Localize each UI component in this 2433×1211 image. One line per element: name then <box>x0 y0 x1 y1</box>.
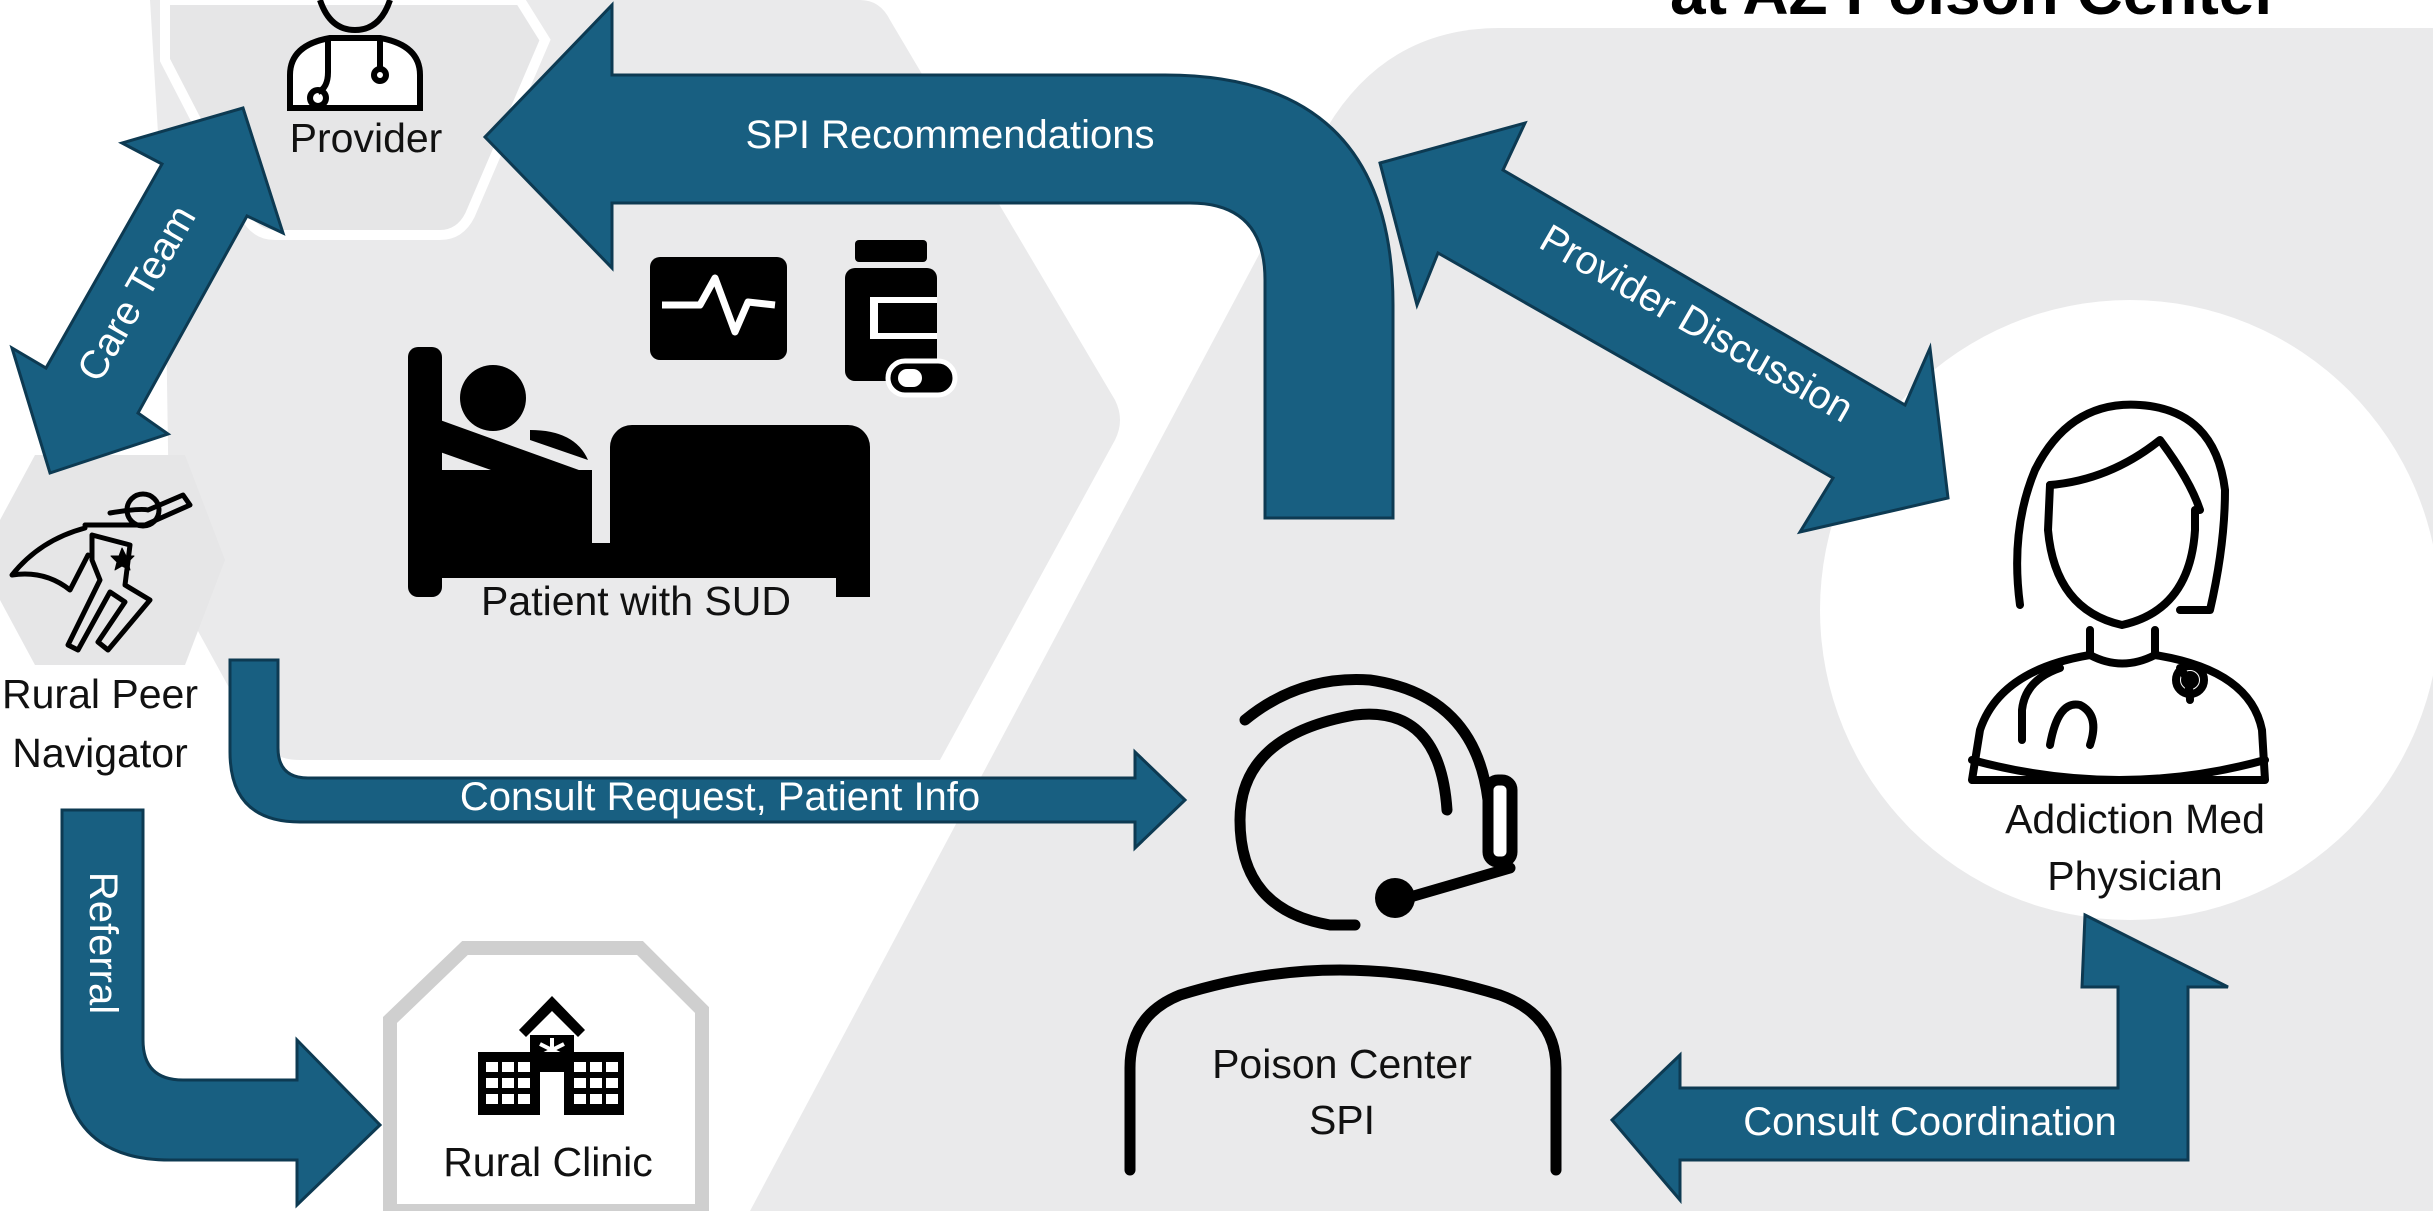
physician-label-line2: Physician <box>2047 853 2222 899</box>
heart-monitor-icon <box>650 257 787 360</box>
consult-coordination-arrow <box>1609 912 2229 1205</box>
patient-label: Patient with SUD <box>481 578 791 624</box>
doctor-icon <box>287 0 423 111</box>
consult-coordination-label: Consult Coordination <box>1743 1100 2117 1144</box>
referral-label: Referral <box>81 872 125 1014</box>
consult-request-arrow <box>228 658 1188 852</box>
spi-label-line1: Poison Center <box>1212 1041 1472 1087</box>
physician-label-line1: Addiction Med <box>2005 796 2265 842</box>
spi-recommendations-label: SPI Recommendations <box>745 113 1154 157</box>
spi-recommendations-arrow <box>482 1 1395 520</box>
flow-arrows <box>9 1 2229 1209</box>
hospital-bed-icon <box>408 347 870 597</box>
superhero-icon <box>9 491 193 653</box>
provider-label: Provider <box>290 115 443 161</box>
peer-navigator-label-line2: Navigator <box>12 730 187 776</box>
spi-label-line2: SPI <box>1309 1097 1375 1143</box>
peer-navigator-label-line1: Rural Peer <box>2 671 198 717</box>
referral-arrow <box>60 808 383 1209</box>
headset-operator-icon <box>1124 674 1562 1176</box>
diagram-title: at AZ Poison Center <box>1670 0 2279 28</box>
navigator-hexagon <box>0 455 225 665</box>
provider-discussion-arrow <box>1378 120 1950 535</box>
pill-bottle-icon <box>845 240 958 398</box>
rural-clinic-label: Rural Clinic <box>443 1139 653 1185</box>
hospital-building-icon <box>478 996 624 1115</box>
care-team-arrow <box>9 106 286 475</box>
consult-request-label: Consult Request, Patient Info <box>460 775 980 819</box>
female-doctor-icon <box>1968 400 2269 784</box>
